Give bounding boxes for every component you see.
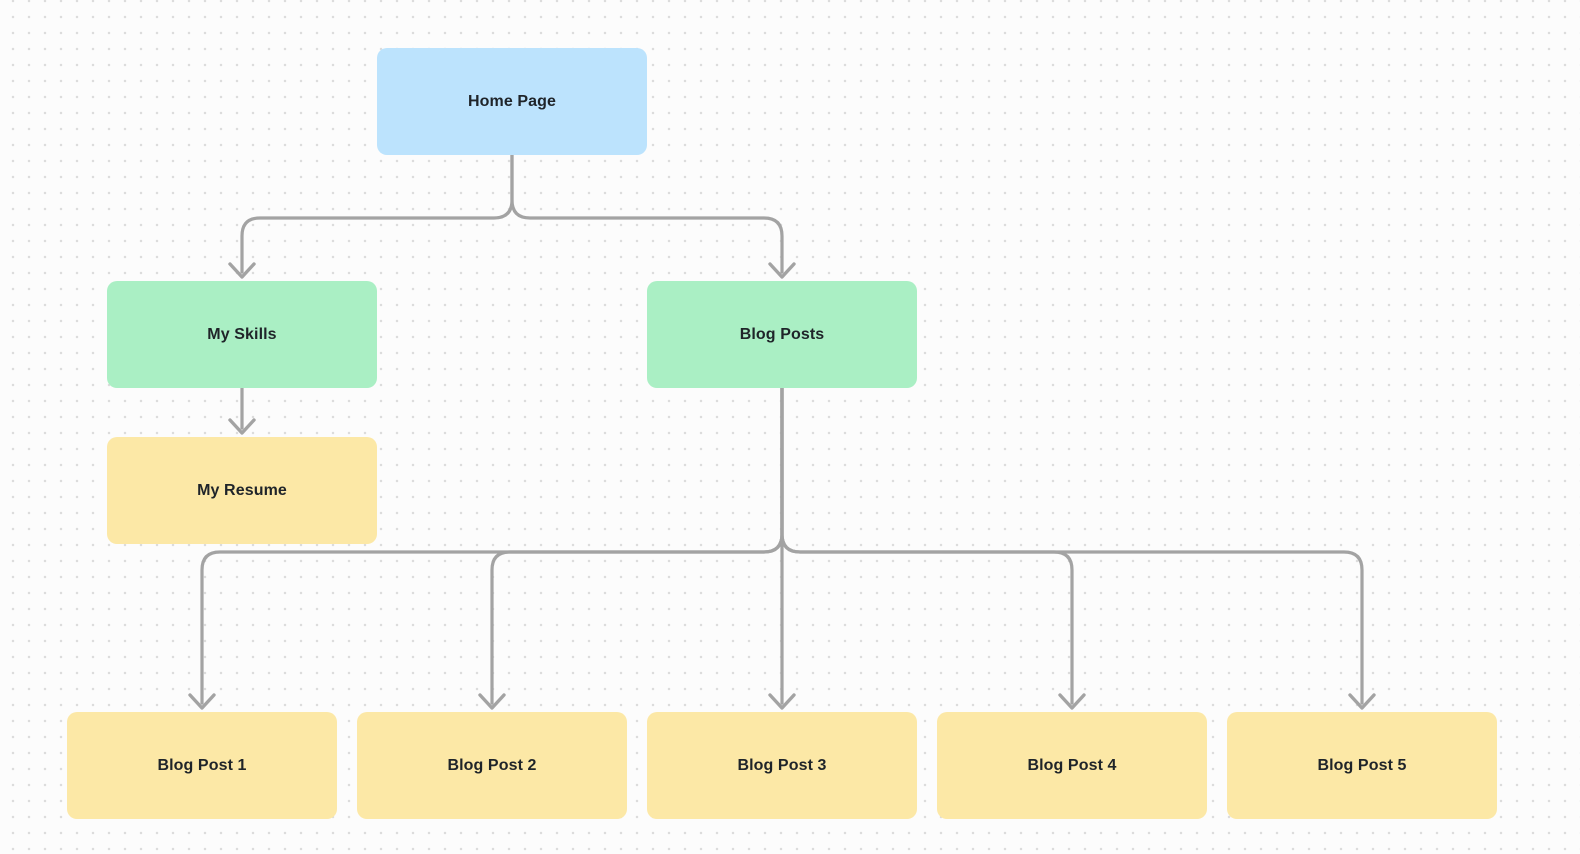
- connector-home-page-to-blog-posts: [510, 153, 796, 279]
- node-blog-post-5[interactable]: Blog Post 5: [1227, 712, 1497, 819]
- node-label: Blog Post 5: [1317, 756, 1407, 774]
- arrowhead-down-icon: [228, 418, 256, 435]
- arrowhead-down-icon: [768, 262, 796, 279]
- arrowhead-down-icon: [228, 262, 256, 279]
- connector-blog-posts-to-blog-post-5: [780, 386, 1376, 710]
- connector-home-page-to-my-skills: [228, 153, 514, 279]
- node-home-page[interactable]: Home Page: [377, 48, 647, 155]
- node-label: My Resume: [197, 481, 287, 499]
- node-blog-post-1[interactable]: Blog Post 1: [67, 712, 337, 819]
- node-my-resume[interactable]: My Resume: [107, 437, 377, 544]
- arrowhead-down-icon: [1058, 693, 1086, 710]
- node-label: Blog Posts: [739, 325, 825, 343]
- node-blog-posts[interactable]: Blog Posts: [647, 281, 917, 388]
- connector-my-skills-to-my-resume: [228, 386, 256, 435]
- node-label: Home Page: [467, 92, 557, 110]
- node-blog-post-3[interactable]: Blog Post 3: [647, 712, 917, 819]
- arrowhead-down-icon: [1348, 693, 1376, 710]
- arrowhead-down-icon: [478, 693, 506, 710]
- node-label: Blog Post 2: [447, 756, 537, 774]
- connector-blog-posts-to-blog-post-2: [478, 386, 784, 710]
- node-label: Blog Post 4: [1027, 756, 1117, 774]
- connector-blog-posts-to-blog-post-1: [188, 386, 784, 710]
- arrowhead-down-icon: [768, 693, 796, 710]
- node-blog-post-4[interactable]: Blog Post 4: [937, 712, 1207, 819]
- node-label: Blog Post 3: [737, 756, 827, 774]
- node-label: Blog Post 1: [157, 756, 247, 774]
- node-my-skills[interactable]: My Skills: [107, 281, 377, 388]
- arrowhead-down-icon: [188, 693, 216, 710]
- node-label: My Skills: [207, 325, 277, 343]
- connector-blog-posts-to-blog-post-4: [780, 386, 1086, 710]
- node-blog-post-2[interactable]: Blog Post 2: [357, 712, 627, 819]
